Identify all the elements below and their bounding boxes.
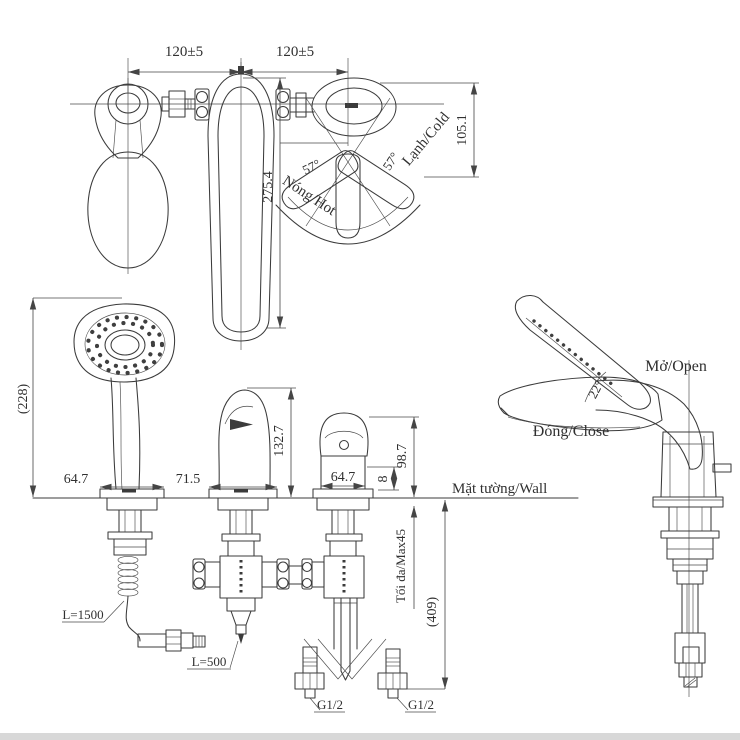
spray-nozzles-inner — [94, 320, 156, 370]
dim-outlet-offset-label: 8 — [376, 476, 391, 483]
dim-handle-base-label: 64.7 — [331, 470, 356, 485]
front-view: (228) 64.7 71.5 64.7 132.7 8 9 — [16, 297, 579, 713]
dim-spacing-left-label: 120±5 — [165, 44, 203, 60]
dim-overall-height-label: (228) — [16, 384, 31, 415]
hand-shower-front — [73, 303, 176, 499]
handle-position-center — [335, 153, 361, 239]
spout-front — [208, 389, 278, 499]
underdeck-shower-column — [106, 497, 158, 642]
rotation-arc-outer — [275, 204, 421, 245]
dim-handle-height: 98.7 — [369, 416, 419, 497]
supply-pipes: G1/2 G1/2 — [294, 638, 436, 713]
dim-spacing: 120±5 120±5 — [127, 44, 349, 146]
dim-below-wall-label: (409) — [425, 597, 440, 628]
shower-holder-plan — [87, 78, 169, 274]
spout-side — [497, 376, 663, 432]
open-label: Mở/Open — [645, 358, 707, 375]
underdeck-spout-column — [192, 497, 303, 644]
handle-position-right — [337, 150, 415, 210]
cold-label: Lạnh/Cold — [399, 109, 453, 169]
connector-length-callout: L=500 — [187, 640, 239, 670]
hose-length-label: L=1500 — [62, 607, 103, 622]
connector-length-label: L=500 — [192, 654, 227, 669]
hose-connector — [137, 629, 206, 652]
dim-spout-height: 132.7 — [247, 387, 296, 497]
angle-hot-label: 57° — [300, 156, 323, 177]
shower-hose — [125, 595, 141, 642]
dim-handle-reach: 105.1 — [380, 82, 479, 178]
dim-max-deck: Tối đa/Max45 — [393, 506, 418, 609]
hot-label: Nóng/Hot — [279, 173, 339, 220]
handle-front — [312, 412, 374, 499]
side-view: 22° Mở/Open Đóng/Close — [497, 294, 732, 697]
handle-spray-face — [532, 319, 616, 388]
supply-pipe-left — [294, 646, 325, 699]
thread-callout-left: G1/2 — [309, 697, 345, 713]
underdeck-side-column — [652, 496, 724, 688]
dim-spacing-right-label: 120±5 — [276, 44, 314, 60]
dim-spout-base-label: 71.5 — [176, 472, 201, 487]
angle-cold-label: 57° — [379, 149, 401, 172]
side-tab — [712, 463, 732, 473]
dim-shower-base-label: 64.7 — [64, 472, 89, 487]
dim-bases: 64.7 71.5 64.7 — [64, 470, 365, 491]
dim-max-deck-label: Tối đa/Max45 — [393, 529, 408, 603]
scan-edge — [0, 733, 740, 740]
dim-spout-reach: 275.4 — [243, 77, 286, 329]
pipe-break-mark-2 — [317, 638, 387, 680]
spray-nozzles-outer — [85, 314, 165, 376]
handle-open-position — [514, 294, 651, 410]
hose-fitting-right — [275, 88, 315, 121]
flow-arrow — [230, 419, 253, 430]
spout-plan — [207, 62, 275, 350]
dim-spout-reach-label: 275.4 — [261, 171, 276, 203]
dim-spout-height-label: 132.7 — [272, 425, 287, 457]
rotation-arc-inner — [287, 196, 409, 231]
hose-length-callout: L=1500 — [62, 600, 125, 623]
thread-callout-right: G1/2 — [396, 697, 436, 713]
close-label: Đóng/Close — [533, 423, 609, 440]
underdeck-handle-column — [301, 497, 370, 681]
dim-handle-reach-label: 105.1 — [455, 114, 470, 146]
handle-closed-position — [595, 379, 703, 470]
dim-outlet-offset: 8 — [367, 466, 399, 491]
thread-right-label: G1/2 — [408, 697, 434, 712]
dim-overall-height: (228) — [16, 297, 122, 497]
hose-fitting-left — [161, 88, 210, 121]
wall-label: Mặt tường/Wall — [452, 481, 547, 497]
faucet-body-side — [660, 431, 732, 498]
shower-hose-spring — [117, 556, 139, 597]
supply-pipe-right — [377, 648, 408, 699]
pipe-break-mark-1 — [303, 638, 373, 680]
thread-left-label: G1/2 — [317, 697, 343, 712]
dim-handle-height-label: 98.7 — [395, 444, 410, 469]
dim-below-wall: (409) — [392, 500, 449, 690]
